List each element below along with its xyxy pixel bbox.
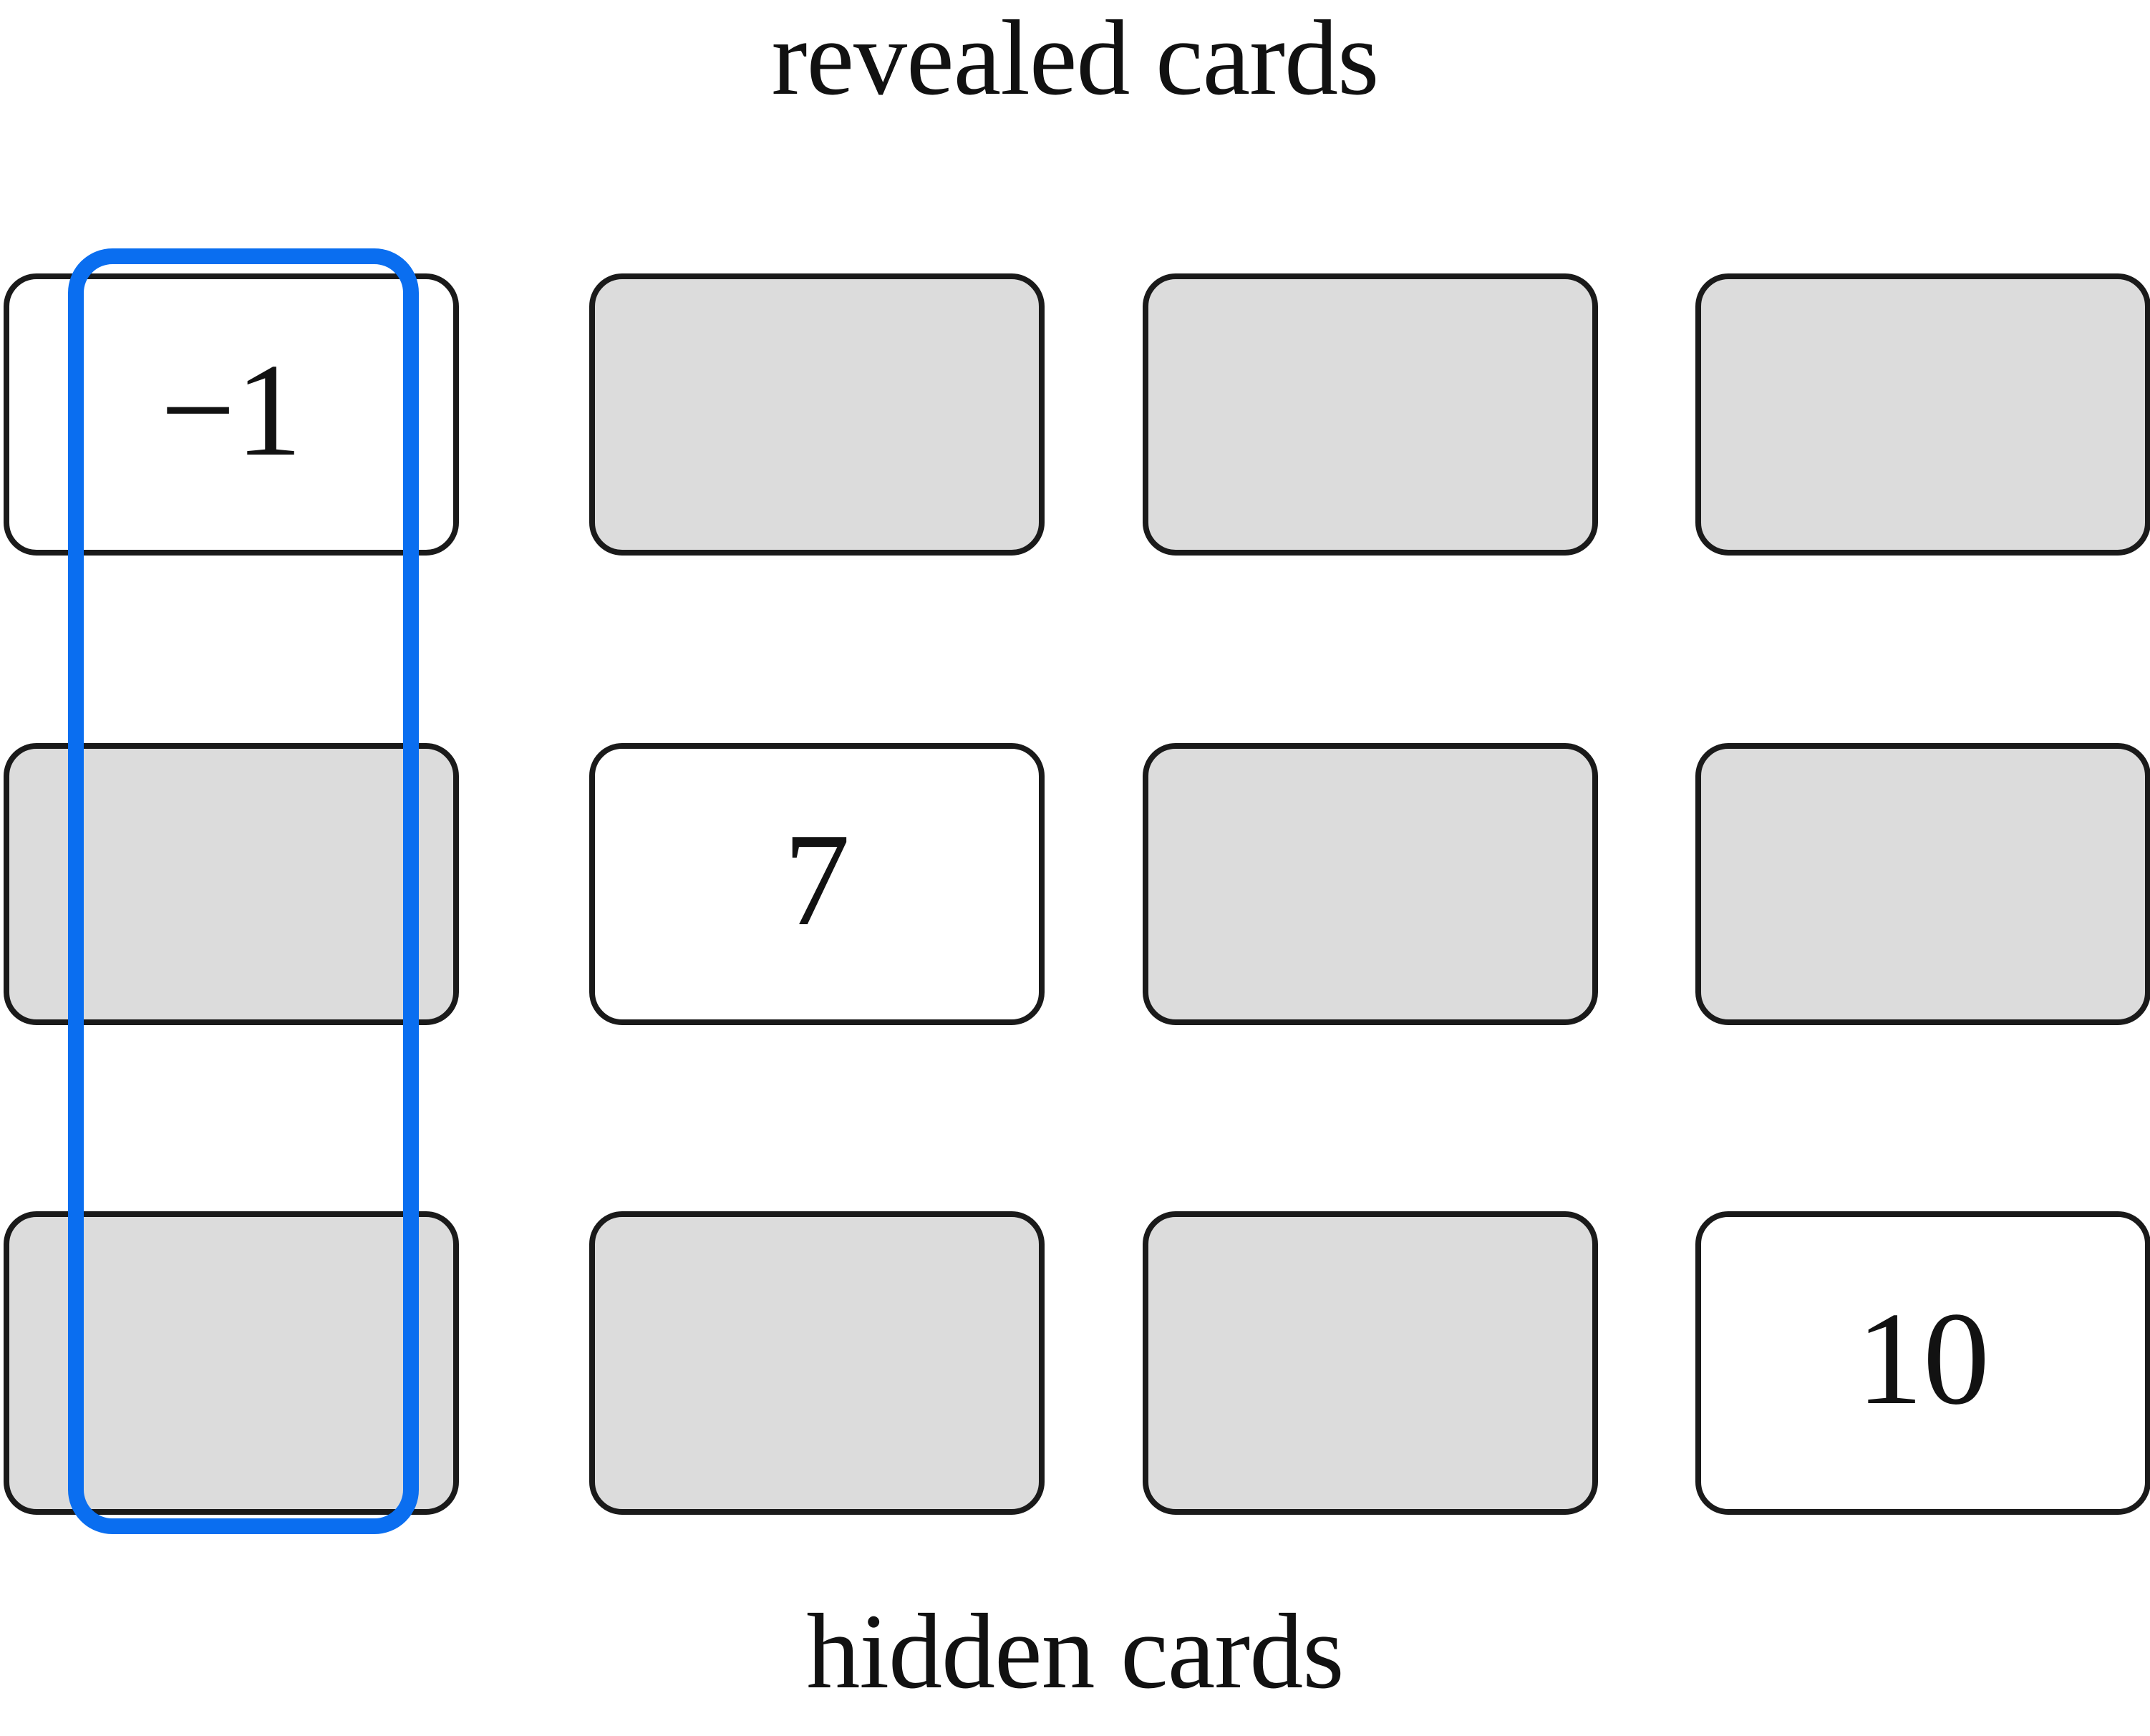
revealed-cards-caption: revealed cards [771, 0, 1380, 117]
card-value: 7 [783, 806, 851, 954]
card-r2-c2[interactable] [1143, 1211, 1598, 1515]
card-r1-c0[interactable] [4, 743, 459, 1025]
card-r0-c1[interactable] [589, 273, 1045, 556]
card-r1-c3[interactable] [1695, 743, 2150, 1025]
card-r2-c1[interactable] [589, 1211, 1045, 1515]
card-r0-c3[interactable] [1695, 273, 2150, 556]
card-r2-c3[interactable]: 10 [1695, 1211, 2150, 1515]
card-r2-c0[interactable] [4, 1211, 459, 1515]
hidden-cards-caption: hidden cards [806, 1592, 1344, 1711]
card-value: 10 [1856, 1285, 1990, 1432]
card-value: −1 [160, 336, 302, 484]
card-r0-c0[interactable]: −1 [4, 273, 459, 556]
card-r1-c2[interactable] [1143, 743, 1598, 1025]
card-r0-c2[interactable] [1143, 273, 1598, 556]
card-r1-c1[interactable]: 7 [589, 743, 1045, 1025]
